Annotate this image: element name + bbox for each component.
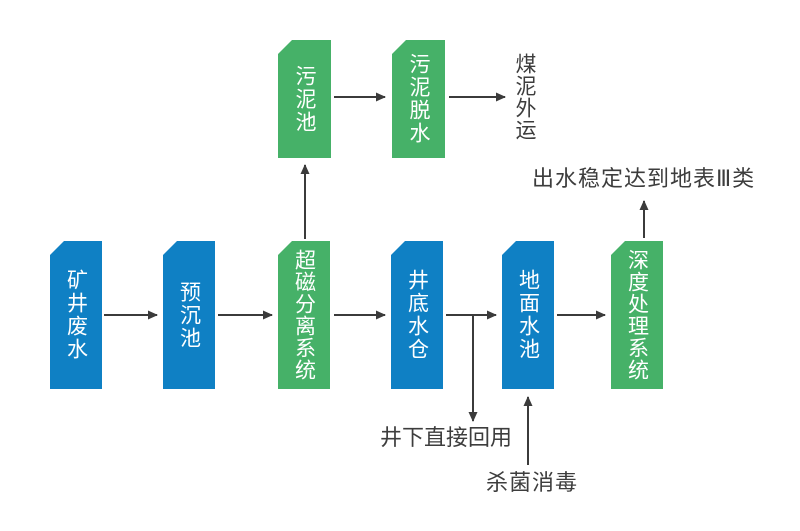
node-surface-pool: 地面水池 <box>502 241 554 389</box>
node-sludge-dewatering: 污泥脱水 <box>392 40 445 158</box>
node-super-magnetic-separation-system: 超磁分离系统 <box>278 241 330 389</box>
label-coal-slime-outbound: 煤泥外运 <box>513 53 538 141</box>
label-effluent-standard: 出水稳定达到地表Ⅲ类 <box>532 167 756 192</box>
node-mine-wastewater: 矿井废水 <box>50 241 102 389</box>
node-sludge-tank: 污泥池 <box>278 40 331 158</box>
label-underground-direct-reuse: 井下直接回用 <box>380 426 513 451</box>
node-advanced-treatment-system: 深度处理系统 <box>611 241 663 389</box>
node-pre-sedimentation-tank: 预沉池 <box>163 241 215 389</box>
node-shaft-bottom-sump: 井底水仓 <box>391 241 443 389</box>
label-disinfection: 杀菌消毒 <box>486 471 579 496</box>
